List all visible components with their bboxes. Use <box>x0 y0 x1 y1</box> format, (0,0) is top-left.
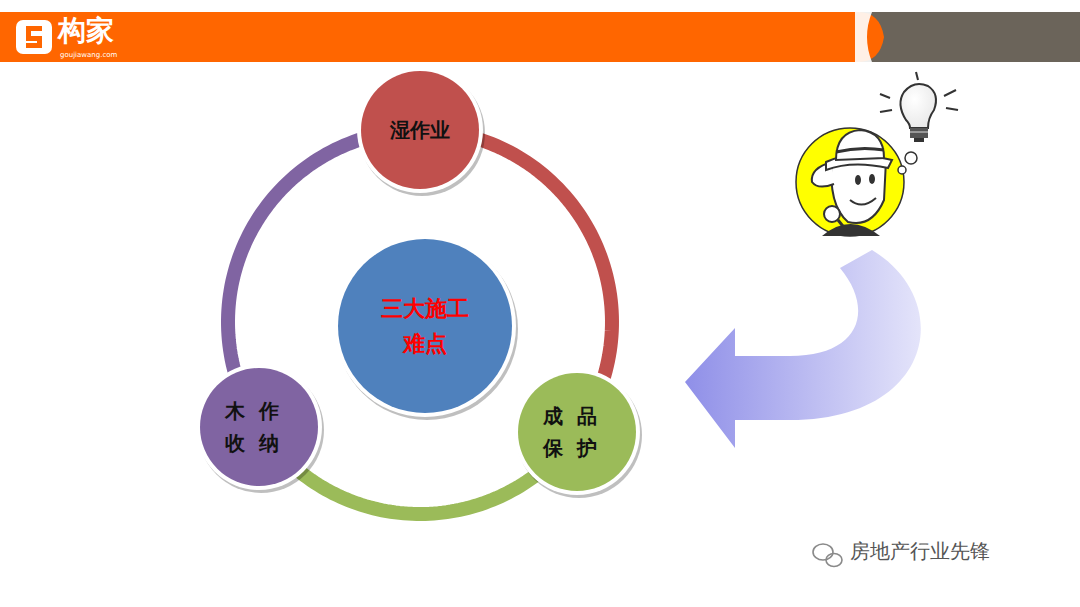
logo-url: goujiawang.com <box>60 52 117 59</box>
node-text: 三大施工 难点 <box>381 291 469 361</box>
circle-border <box>357 67 483 193</box>
ring-arc <box>297 470 537 514</box>
circle-border <box>196 364 322 490</box>
wechat-icon <box>813 544 842 567</box>
curved-arrow <box>685 250 921 448</box>
circle-fill <box>518 373 636 491</box>
watermark: 房地产行业先锋 <box>850 541 990 561</box>
circle-outline <box>513 368 641 496</box>
circle-fill <box>361 71 479 189</box>
process-circle: 湿作业 <box>356 66 484 194</box>
node-text: 湿作业 <box>390 114 450 146</box>
circle-fill <box>338 239 512 413</box>
center-circle: 三大施工 难点 <box>333 234 517 418</box>
circle-outline <box>333 234 517 418</box>
node-text: 成品 保护 <box>543 400 611 464</box>
header-gray-bar <box>860 12 1080 62</box>
circle-outline <box>195 363 323 491</box>
process-circle: 木作 收纳 <box>195 363 323 491</box>
node-text: 木作 收纳 <box>225 395 293 459</box>
header-divider <box>855 12 872 62</box>
logo-icon <box>16 20 52 54</box>
cartoon-thinker <box>796 128 917 236</box>
circle-border <box>334 235 516 417</box>
process-circle: 成品 保护 <box>513 368 641 496</box>
logo-text: 构家 <box>58 17 114 45</box>
header-orange-bar <box>0 12 884 62</box>
light-bulb <box>880 72 958 142</box>
circle-border <box>514 369 640 495</box>
circle-fill <box>200 368 318 486</box>
